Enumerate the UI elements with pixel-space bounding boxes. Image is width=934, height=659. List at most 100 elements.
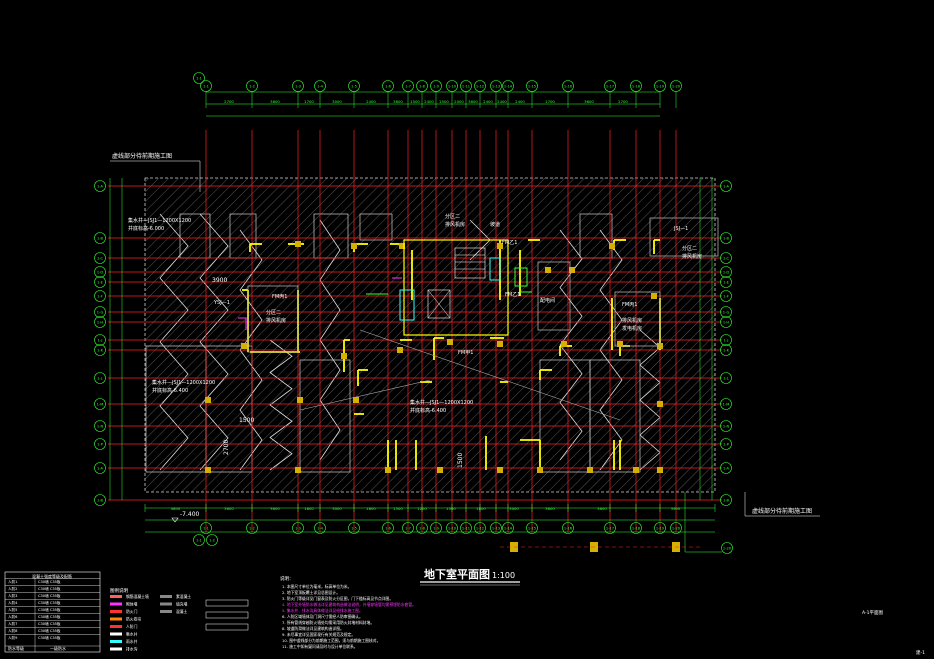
note-line: 9. 未尽事宜详见国家现行有关规范及规定。 [282,632,355,637]
legend-symbol-swatch [110,640,122,643]
bottom-axis-bubble-label: 1-3 [295,527,301,531]
column [205,397,211,403]
bottom-dimension-text: 1800 [476,506,486,511]
legend-row-value: C30墙 C35板 [38,607,61,612]
right-axis-bubble-label: 1-D [723,271,730,275]
column [497,467,503,473]
bottom-dimension-text: 1500 [446,506,456,511]
right-axis-bubble-label: 1-P [723,443,730,447]
note-line: 11. 施工中如有疑问请及时与设计单位联系。 [282,644,358,649]
left-axis-bubble-circle [94,420,106,432]
legend-row-value: C30墙 C35板 [38,600,61,605]
bottom-axis-bubble-circle [630,522,642,534]
drawing-scale: 1:100 [492,571,515,580]
legend-symbol-text: 素混凝土 [176,594,191,599]
right-axis-bubble-label: 1-N [723,425,730,429]
svg-text:3900: 3900 [212,277,227,284]
bottom-axis-bubble-circle [348,522,360,534]
svg-text:说明：: 说明： [280,575,294,582]
general-notes: 说明： 1. 本图尺寸单位为毫米，标高单位为米。2. 地下室顶板覆土详见总图设计… [280,575,416,649]
bottom-dimension-text: 3600 [270,506,280,511]
top-axis-bubble-label: 1-14 [504,85,513,89]
structure-bay [299,359,351,473]
bottom-axis-bubble-circle [474,522,486,534]
note-lines: 1. 本图尺寸单位为毫米，标高单位为米。2. 地下室顶板覆土详见总图设计。3. … [282,584,416,649]
top-dimension-text: 1700 [545,99,555,104]
top-dimension-text: 2400 [515,99,525,104]
legend-symbol-text: 防火卷帘 [126,617,141,622]
bottom-axis-bubble-label: 1-2 [209,539,215,543]
legend-table-footer-left: 防水等级 [8,645,24,651]
bottom-axis-bubble-circle [200,522,212,534]
left-axis-bubble-circle [94,232,106,244]
bottom-axis-bubble-circle [460,522,472,534]
note-line: 5. 集水井、排水沟具体做法详见给排水施工图。 [282,608,363,613]
svg-text:1500: 1500 [457,453,464,468]
column [437,467,443,473]
column [609,243,615,249]
legend-symbol-text: 混凝土 [176,609,188,614]
top-axis-bubble-label: 1-8 [419,85,426,89]
legend-symbol-text: 人防门 [126,624,138,629]
right-axis-bubble-circle [720,398,732,410]
legend-symbols: 图例说明 钢筋混凝土墙砌体墙防火门防火卷帘人防门集水井雨水井排水沟素混凝土填充墙… [110,587,249,652]
sheet-number: 建-1 [916,649,925,656]
zigzag-line [159,213,189,471]
legend-symbol-swatch [110,632,122,636]
legend-row-value: C30墙 C35板 [38,586,61,591]
bottom-axis-bubble-label: 1-19 [656,527,665,531]
bottom-axis-bubble-label: 1-17 [606,527,614,531]
top-dimension-text: 3600 [270,99,280,104]
legend-table-footer-right: 一级防水 [50,645,66,651]
top-dimension-text: 2000 [454,99,464,104]
svg-text:发电机房: 发电机房 [622,325,642,332]
right-axis-bubble-circle [720,180,732,192]
svg-text:排风机房: 排风机房 [445,221,465,228]
svg-text:集水井—JSJ1—1200X1200: 集水井—JSJ1—1200X1200 [152,379,215,386]
top-axis-bubble-label: 1-12 [476,85,484,89]
bottom-dimension-text: 1500 [393,506,403,511]
svg-text:FM丙1: FM丙1 [272,294,287,300]
dimension-layer [109,91,722,553]
legend-row-key: 人防9 [8,635,18,640]
right-axis-bubble-label: 1-E [723,281,730,285]
left-axis-bubble-label: 1-B [97,237,103,241]
bottom-axis-bubble-circle [670,522,682,534]
legend-symbol-text: 防火门 [126,609,138,614]
bottom-axis-bubble-label: 1-15 [528,527,536,531]
column [241,343,247,349]
bottom-axis-bubble-circle [193,534,205,546]
left-axis-bubble-label: 1-K [97,349,104,353]
left-axis-bubble-label: 1-A [97,467,104,471]
legend-symbol-swatch [160,595,172,598]
right-axis-bubble-circle [720,316,732,328]
bottom-dimension-text: 1200 [417,506,427,511]
top-axis-bubble-label: 1-20 [672,85,681,89]
top-axis-bubble-label: 1-19 [656,85,665,89]
left-axis-bubble-label: 1-H [97,321,104,325]
left-axis-bubble-label: 1-B [97,499,103,503]
left-axis-bubble-circle [94,462,106,474]
top-axis-bubble-label: 1-1 [203,85,209,89]
core-stair [247,217,719,353]
bottom-axis-bubble-circle [502,522,514,534]
left-axis-bubble-label: 1-D [97,271,104,275]
top-axis-bubble-label: 1-16 [564,85,573,89]
structure-bay [589,359,641,473]
top-dimension-text: 2400 [424,99,434,104]
legend-sample-box [205,623,249,631]
left-axis-bubble-label: 1-G [97,311,104,315]
right-axis-bubble-label: 1-B [723,237,729,241]
svg-text:井底标高-6.400: 井底标高-6.400 [152,387,188,394]
legend-symbol-text: 集水井 [126,632,138,637]
right-axis-bubble-label: 1-B [723,499,729,503]
top-axis-bubble-circle [193,72,205,84]
svg-text:集水井—JSJ1—1200X1200: 集水井—JSJ1—1200X1200 [128,217,191,224]
svg-text:配电间: 配电间 [540,297,555,304]
legend-symbol-text: 砌体墙 [126,602,138,607]
legend-row-key: 人防6 [8,614,18,619]
left-axis-bubble-circle [94,290,106,302]
legend-symbol-swatch [110,595,122,598]
